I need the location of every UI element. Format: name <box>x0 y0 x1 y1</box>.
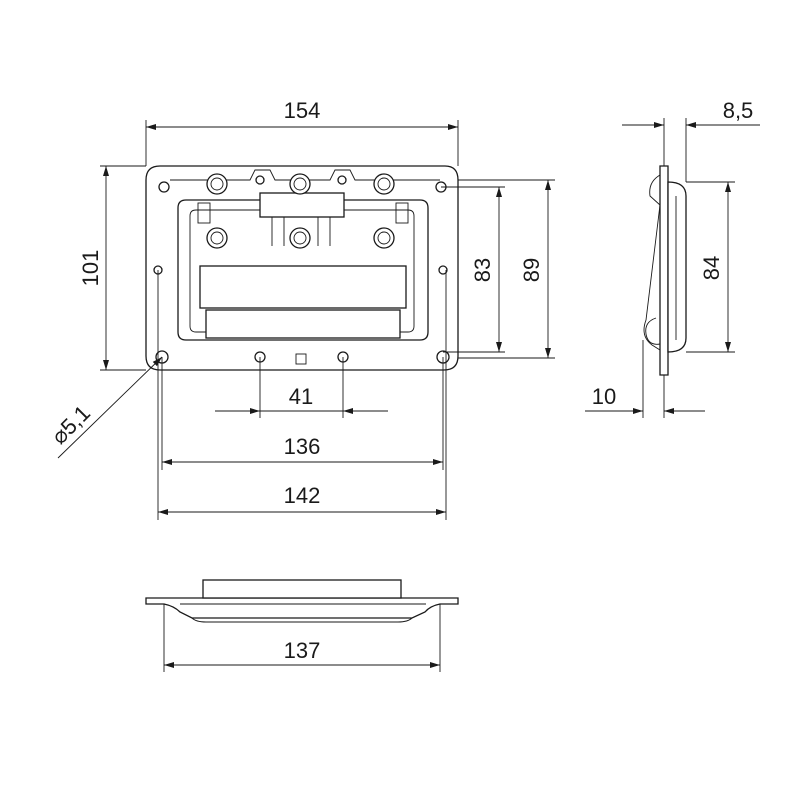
dim-inner-height-a: 83 <box>470 258 495 282</box>
rivet-mid-2 <box>289 227 311 249</box>
dim-side-height: 84 <box>699 256 724 280</box>
dim-recess-depth: 10 <box>592 384 616 409</box>
rivet-top-1 <box>206 173 228 195</box>
handle-inner <box>189 209 415 333</box>
side-flange <box>659 165 669 376</box>
rivet-top-2 <box>289 173 311 195</box>
bottom-view: 137 <box>145 579 459 672</box>
rivet-top-3 <box>373 173 395 195</box>
bottom-flange <box>145 597 459 619</box>
hole-small-2 <box>337 175 347 185</box>
side-view: 8,5 84 10 <box>585 98 760 418</box>
hole-side-right <box>438 265 448 275</box>
dim-bottom-width: 137 <box>284 638 321 663</box>
bracket-legs <box>271 217 331 246</box>
dim-hole-pitch-small: 41 <box>289 384 313 409</box>
dim-overall-height: 101 <box>78 250 103 287</box>
dim-hole-pitch-outer: 142 <box>284 483 321 508</box>
handle-side-right <box>395 202 409 224</box>
bottom-recess <box>180 603 426 623</box>
rivet-mid-3 <box>373 227 395 249</box>
side-handle-hook <box>645 317 661 345</box>
handle-side-left <box>197 202 211 224</box>
bottom-handle <box>202 579 402 599</box>
side-handle-profile <box>643 174 661 351</box>
dim-inner-height-b: 89 <box>519 258 544 282</box>
dim-hole-diameter: ⌀5,1 <box>46 400 95 449</box>
grip-bar-upper <box>199 265 407 309</box>
hole-small-1 <box>255 175 265 185</box>
dim-flange-depth: 8,5 <box>723 98 754 123</box>
logo-mark <box>295 353 307 365</box>
dim-overall-width: 154 <box>284 98 321 123</box>
hole-top-left <box>158 181 170 193</box>
dim-hole-pitch-mid: 136 <box>284 434 321 459</box>
grip-bar-lower <box>205 309 401 339</box>
front-view: 154 101 83 89 41 136 142 <box>46 98 555 520</box>
side-recess-body <box>667 181 687 353</box>
hinge-bracket <box>259 192 345 218</box>
rivet-mid-1 <box>206 227 228 249</box>
